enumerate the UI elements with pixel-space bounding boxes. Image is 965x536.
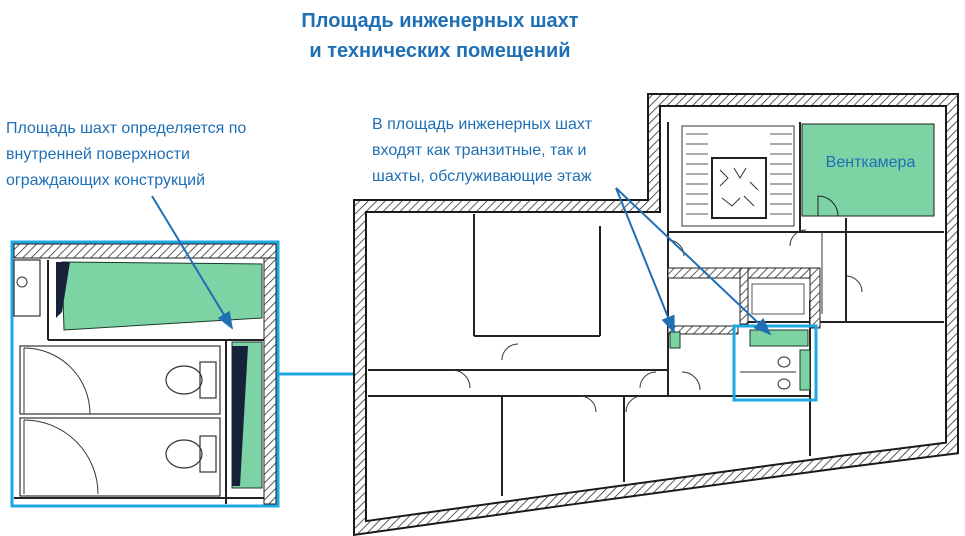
zoom-right-wall (263, 257, 277, 505)
stairwell (681, 125, 795, 227)
zoom-door-arc-top (23, 347, 91, 415)
zoom-toilet-icon (165, 361, 217, 399)
zoom-shaft-dark-edge (56, 262, 70, 318)
note-left-line-3: ограждающих конструкций (6, 172, 206, 189)
shaft-wall-hatched-right (809, 267, 821, 329)
zoom-washbasin (13, 259, 41, 317)
note-left-line-1: Площадь шахт определяется по (6, 120, 247, 137)
ventkamera-door-arc (817, 195, 839, 217)
zoom-toilet-icon (165, 435, 217, 473)
zoom-top-wall (13, 243, 277, 259)
zoom-basin-circle (16, 276, 28, 288)
zoom-door-arc-bottom (23, 419, 99, 495)
ventkamera-room (801, 123, 935, 217)
note-left-pointer (151, 195, 234, 330)
outer-wall-hatch (355, 95, 957, 534)
elevator-shaft (711, 157, 767, 219)
building-plan (353, 93, 959, 536)
plan-shaft-horizontal (749, 329, 809, 347)
title-line-2: и технических помещений (309, 40, 571, 62)
door-arcs (451, 229, 863, 413)
ventkamera-label: Венткамера (825, 154, 916, 171)
note-right-pointers (615, 187, 772, 336)
note-shaft-measurement: Площадь шахт определяется по внутренней … (6, 116, 246, 194)
zoom-cubicle-top (19, 345, 221, 415)
note-shaft-types: В площадь инженерных шахт входят как тра… (372, 112, 592, 190)
zoom-shaft-vertical-edge (232, 346, 248, 486)
plan-highlight-frame (732, 324, 818, 402)
note-left-line-2: внутренней поверхности (6, 146, 190, 163)
title-line-1: Площадь инженерных шахт (301, 10, 579, 32)
note-right-line-1: В площадь инженерных шахт (372, 116, 593, 133)
plan-shaft-small (669, 331, 681, 349)
zoom-detail (10, 240, 280, 508)
zoom-cubicle-bottom (19, 417, 221, 497)
bath-fixture (751, 283, 805, 315)
note-right-line-3: шахты, обслуживающие этаж (372, 168, 592, 185)
shaft-wall-hatched-mid (739, 267, 749, 325)
note-right-line-2: входят как транзитные, так и (372, 142, 587, 159)
zoom-shaft-horizontal (61, 261, 263, 331)
page-title: Площадь инженерных шахт и технических по… (230, 6, 650, 66)
plan-shaft-vertical (799, 349, 811, 391)
wc-fixtures (740, 356, 796, 390)
elevator-glyph-icon (719, 167, 759, 207)
